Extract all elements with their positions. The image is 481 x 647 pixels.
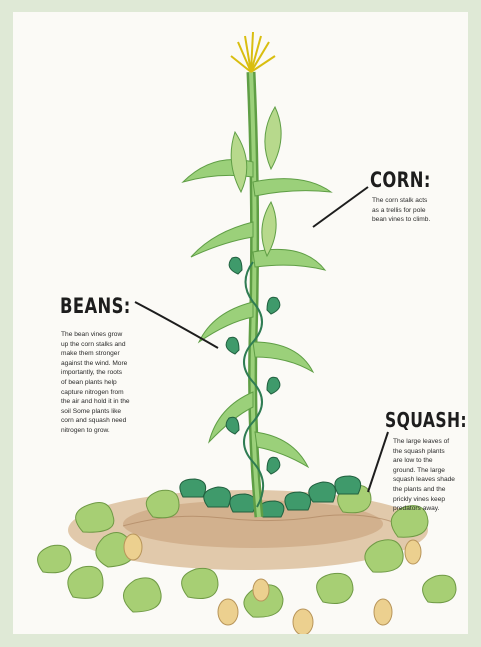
three-sisters-illustration: [13, 12, 468, 634]
corn-description: The corn stalk acts as a trellis for pol…: [372, 196, 458, 225]
squash-pointer-line: [368, 432, 388, 492]
beans-title: BEANS:: [60, 294, 131, 318]
squash-description: The large leaves of the squash plants ar…: [393, 437, 468, 514]
corn-tassel: [231, 32, 275, 72]
beans-description: The bean vines grow up the corn stalks a…: [61, 330, 177, 436]
drawing-paper: CORN: The corn stalk acts as a trellis f…: [13, 12, 468, 634]
corn-pointer-line: [313, 187, 368, 227]
corn-title: CORN:: [370, 168, 431, 192]
squash-title: SQUASH:: [385, 408, 467, 432]
